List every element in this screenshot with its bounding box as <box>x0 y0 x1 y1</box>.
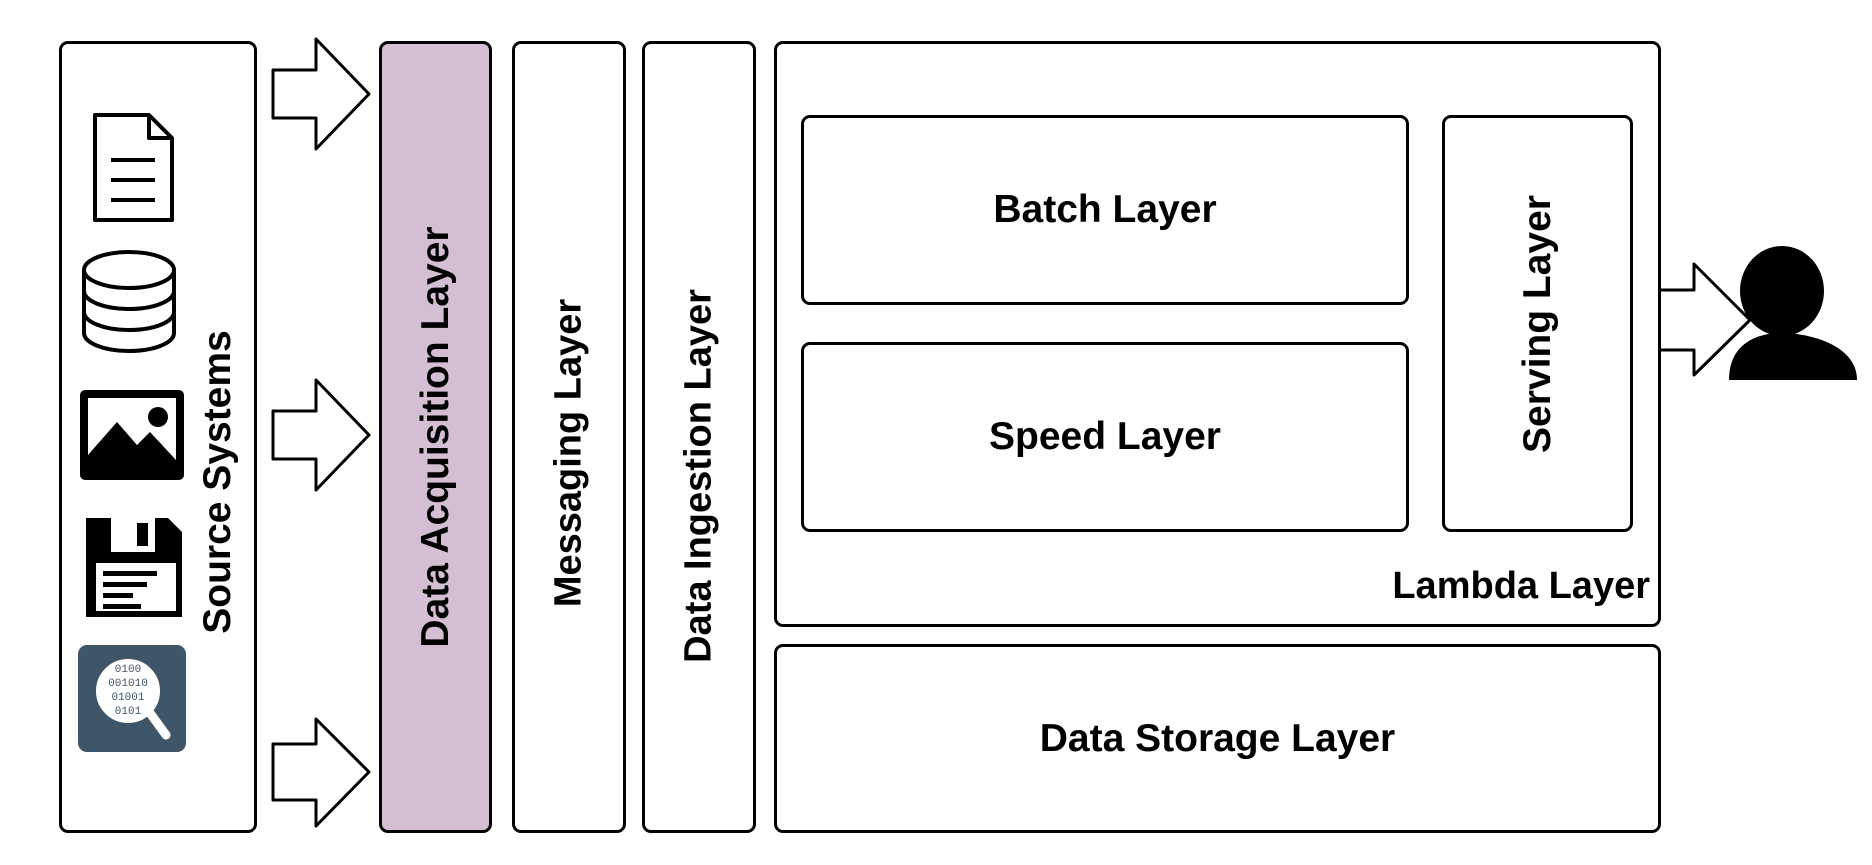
speed-layer: Speed Layer <box>801 342 1409 532</box>
flow-arrow-bottom <box>271 717 371 828</box>
binary-line-2: 001010 <box>108 678 148 690</box>
serving-layer: Serving Layer <box>1442 115 1633 532</box>
binary-search-icon: 0100 001010 01001 0101 <box>78 645 186 752</box>
flow-arrow-middle <box>271 378 371 492</box>
binary-line-4: 0101 <box>115 706 142 718</box>
database-icon <box>82 250 176 353</box>
batch-layer: Batch Layer <box>801 115 1409 305</box>
data-ingestion-label: Data Ingestion Layer <box>677 289 720 664</box>
floppy-disk-icon <box>86 518 182 617</box>
user-icon <box>1729 246 1857 380</box>
image-icon <box>80 390 184 480</box>
speed-label: Speed Layer <box>989 415 1221 458</box>
lambda-label: Lambda Layer <box>1392 565 1650 607</box>
messaging-label: Messaging Layer <box>547 298 590 607</box>
document-icon <box>93 113 174 222</box>
batch-label: Batch Layer <box>993 188 1217 231</box>
data-acquisition-label: Data Acquisition Layer <box>413 226 457 648</box>
flow-arrow-top <box>271 37 371 151</box>
messaging-layer: Messaging Layer <box>512 41 626 833</box>
data-storage-layer: Data Storage Layer <box>774 644 1661 833</box>
serving-label: Serving Layer <box>1515 194 1559 453</box>
binary-line-3: 01001 <box>111 692 144 704</box>
binary-line-1: 0100 <box>115 664 141 676</box>
data-ingestion-layer: Data Ingestion Layer <box>642 41 756 833</box>
data-acquisition-layer: Data Acquisition Layer <box>379 41 492 833</box>
data-storage-label: Data Storage Layer <box>1039 716 1396 760</box>
